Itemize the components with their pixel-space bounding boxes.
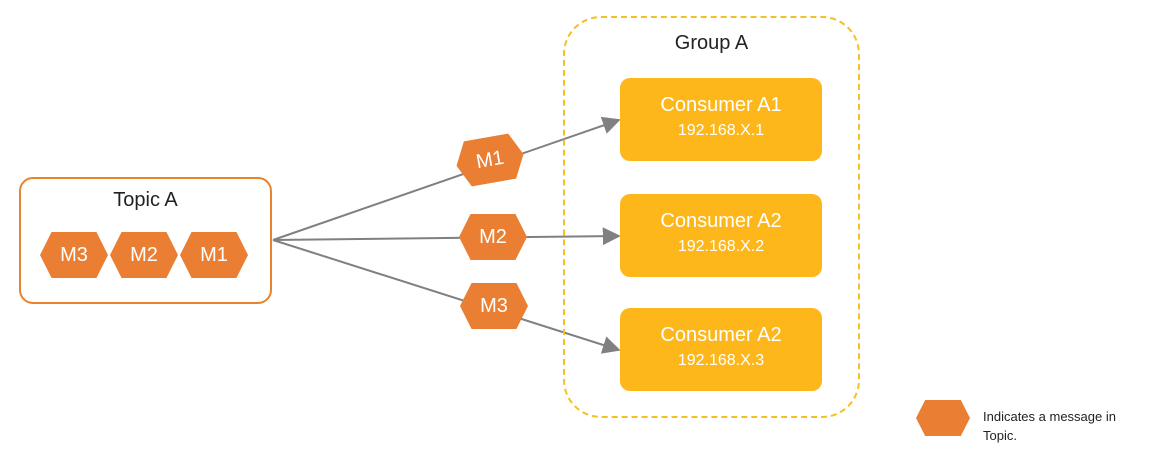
consumer-group-box: Group A: [563, 16, 860, 418]
delivered-message-hex: M2: [459, 214, 527, 260]
topic-message-hex: M3: [40, 232, 108, 278]
group-title: Group A: [674, 32, 749, 54]
consumer-ip: 192.168.X.3: [677, 352, 765, 369]
consumer-ip: 192.168.X.1: [677, 122, 765, 139]
arrow-to-consumer-a2-second: [272, 239, 621, 354]
legend-text: Indicates a message in Topic.: [983, 409, 1116, 443]
consumer-name: Consumer A2: [660, 324, 782, 346]
legend-message-icon: [916, 400, 970, 436]
arrow-to-consumer-a1: [272, 116, 621, 241]
topic-title: Topic A: [113, 189, 178, 211]
consumer-name: Consumer A1: [660, 94, 782, 116]
consumer-card: Consumer A2 192.168.X.3: [620, 308, 822, 391]
topic-message-hex: M1: [180, 232, 248, 278]
delivered-message-hex: M3: [460, 283, 528, 329]
consumer-name: Consumer A2: [660, 210, 782, 232]
consumer-card: Consumer A2 192.168.X.2: [620, 194, 822, 277]
consumer-ip: 192.168.X.2: [677, 238, 765, 255]
arrow-to-consumer-a2-first: [272, 227, 621, 246]
topic-message-hex: M2: [110, 232, 178, 278]
consumer-card: Consumer A1 192.168.X.1: [620, 78, 822, 161]
